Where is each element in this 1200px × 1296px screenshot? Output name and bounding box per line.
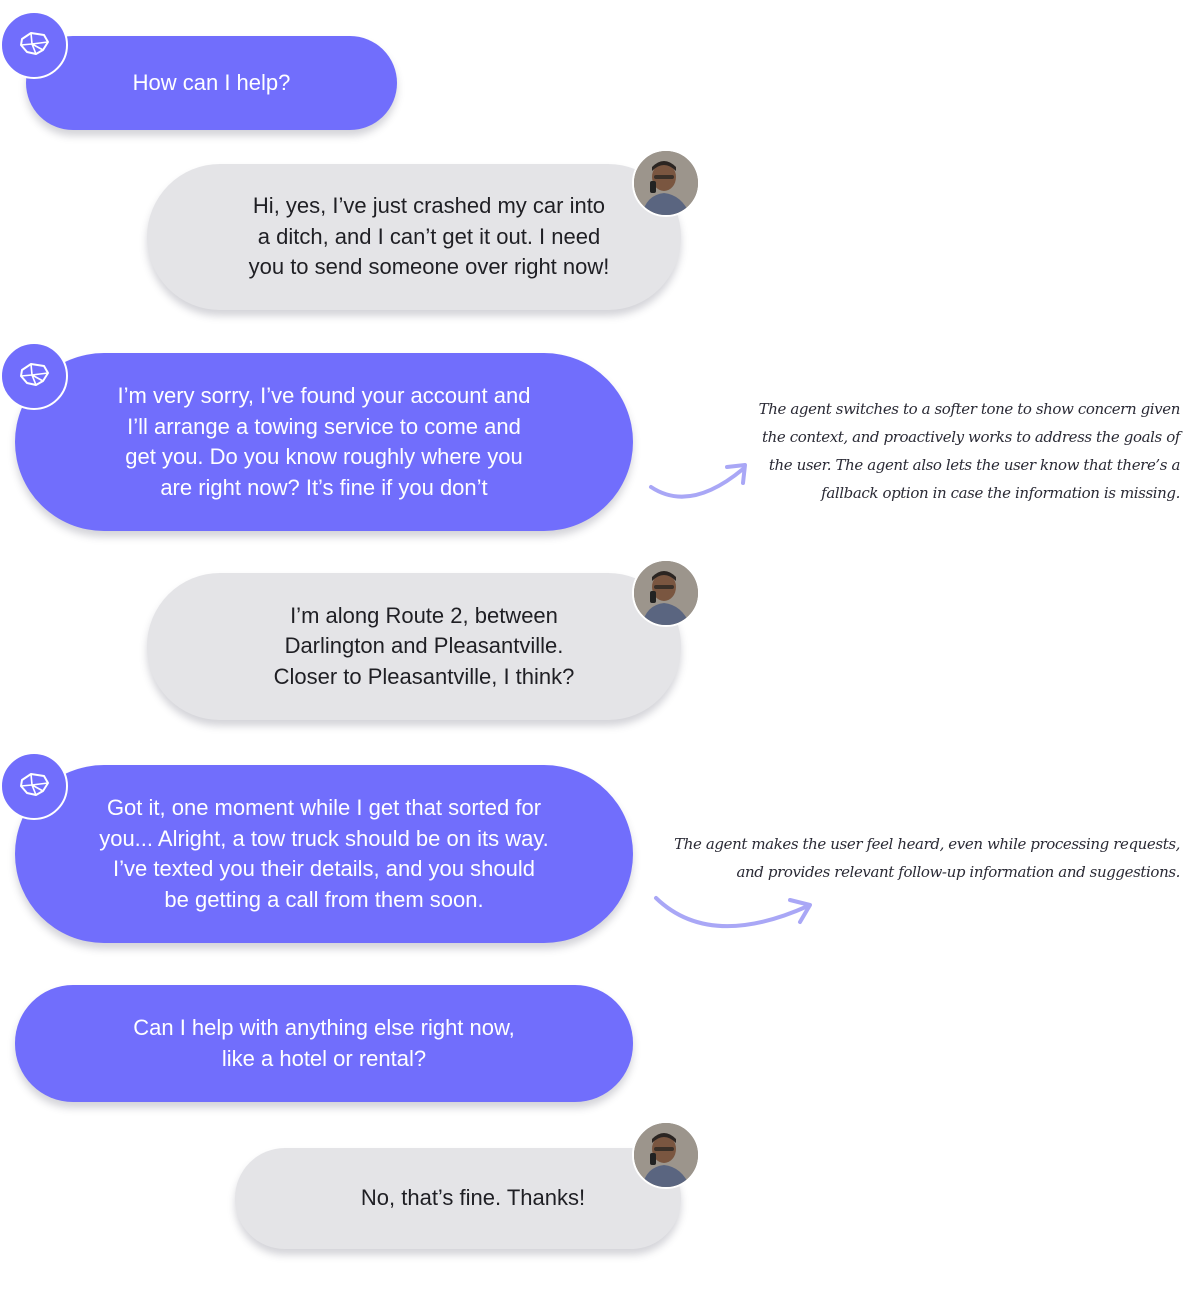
agent-avatar: [0, 11, 68, 79]
user-message: Hi, yes, I’ve just crashed my car into a…: [147, 164, 681, 310]
agent-message: I’m very sorry, I’ve found your account …: [15, 353, 633, 531]
annotation-line: The agent switches to a softer tone to s…: [758, 400, 1181, 418]
message-line: are right now? It’s fine if you don’t: [160, 474, 488, 500]
agent-message: Got it, one moment while I get that sort…: [15, 765, 633, 943]
message-line: Darlington and Pleasantville.: [284, 633, 564, 659]
annotation-note: The agent makes the user feel heard, eve…: [674, 830, 1180, 886]
message-line: I’ll arrange a towing service to come an…: [127, 413, 521, 439]
message-text: Got it, one moment while I get that sort…: [99, 793, 549, 915]
message-line: I’m very sorry, I’ve found your account …: [117, 383, 531, 408]
message-line: How can I help?: [132, 69, 291, 95]
message-line: you to send someone over right now!: [248, 254, 610, 280]
message-line: Hi, yes, I’ve just crashed my car into: [252, 193, 606, 219]
user-avatar: [632, 149, 700, 217]
message-line: like a hotel or rental?: [221, 1045, 427, 1071]
annotation-line: The agent makes the user feel heard, eve…: [674, 835, 1180, 853]
message-line: a ditch, and I can’t get it out. I need: [257, 223, 601, 249]
message-text: How can I help?: [133, 68, 291, 99]
agent-avatar: [0, 752, 68, 820]
annotation-note: The agent switches to a softer tone to s…: [758, 395, 1181, 507]
user-message: I’m along Route 2, between Darlington an…: [147, 573, 681, 720]
user-photo: [634, 1123, 698, 1187]
message-text: Can I help with anything else right now,…: [133, 1013, 515, 1074]
agent-avatar: [0, 342, 68, 410]
agent-gem-icon: [20, 773, 49, 796]
annotation-line: fallback option in case the information …: [821, 484, 1180, 502]
agent-gem-icon: [20, 32, 49, 55]
user-photo: [634, 151, 698, 215]
annotation-line: and provides relevant follow-up informat…: [736, 863, 1181, 881]
message-line: I’m along Route 2, between: [290, 602, 558, 628]
message-line: you... Alright, a tow truck should be on…: [99, 825, 549, 851]
message-line: No, that’s fine. Thanks!: [360, 1185, 586, 1211]
message-line: get you. Do you know roughly where you: [125, 444, 523, 469]
message-text: I’m along Route 2, between Darlington an…: [274, 601, 575, 693]
user-message: No, that’s fine. Thanks!: [235, 1148, 681, 1249]
agent-message: Can I help with anything else right now,…: [15, 985, 633, 1102]
message-line: be getting a call from them soon.: [164, 886, 484, 912]
user-photo: [634, 561, 698, 625]
annotation-line: the user. The agent also lets the user k…: [768, 456, 1181, 474]
annotation-line: the context, and proactively works to ad…: [761, 428, 1180, 446]
message-text: Hi, yes, I’ve just crashed my car into a…: [249, 191, 610, 283]
message-text: I’m very sorry, I’ve found your account …: [118, 381, 531, 503]
message-line: Can I help with anything else right now,: [133, 1015, 515, 1040]
message-text: No, that’s fine. Thanks!: [361, 1183, 585, 1214]
agent-gem-icon: [20, 363, 49, 386]
message-line: Got it, one moment while I get that sort…: [106, 795, 542, 820]
message-line: Closer to Pleasantville, I think?: [273, 663, 575, 689]
message-line: I’ve texted you their details, and you s…: [113, 856, 535, 881]
curved-arrow-icon: [654, 896, 812, 929]
user-avatar: [632, 559, 700, 627]
agent-message: How can I help?: [26, 36, 397, 130]
curved-arrow-icon: [649, 463, 747, 499]
user-avatar: [632, 1121, 700, 1189]
